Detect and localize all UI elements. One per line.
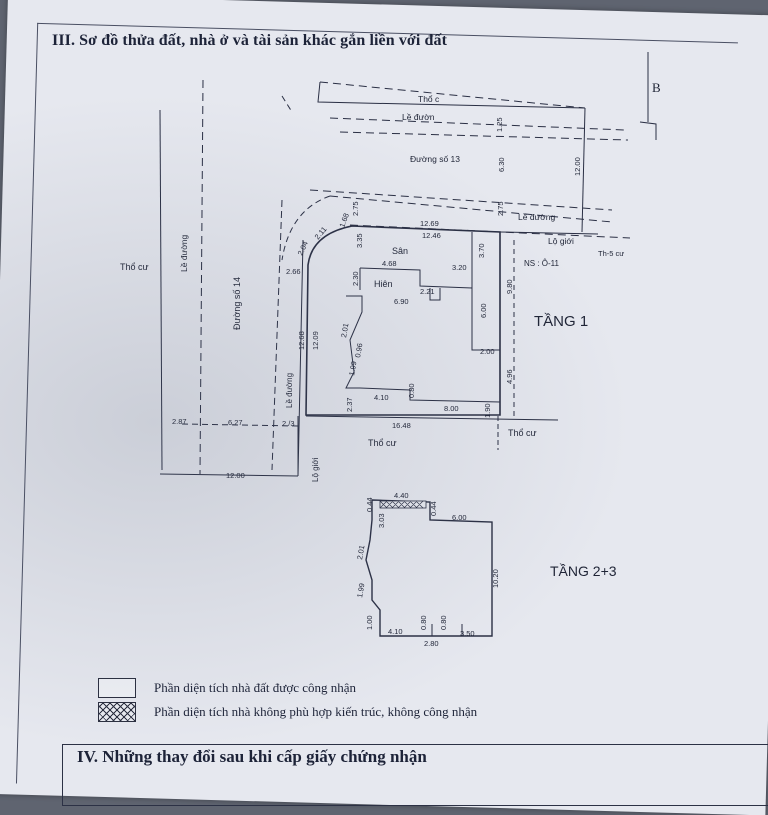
legend-not-recognized-text: Phần diện tích nhà không phù hợp kiến tr… (154, 704, 478, 719)
label-duong-so-14: Đường số 14 (232, 277, 242, 330)
dim-12-69: 12.69 (420, 219, 439, 228)
dim-3-70: 3.70 (477, 243, 486, 258)
dim-2-11: 2.11 (313, 225, 329, 242)
dim-2-75-left: 2.75 (351, 201, 360, 216)
dim-6-90: 6.90 (394, 297, 409, 306)
section-4-box: IV. Những thay đổi sau khi cấp giấy chứn… (62, 744, 768, 806)
dim-3-20: 3.20 (452, 263, 467, 272)
dim23-4-40: 4.40 (394, 491, 409, 500)
dim-12-00-right: 12.00 (573, 157, 582, 176)
label-le-duong-top: Lề đườn (402, 112, 435, 122)
dim-2-37: 2.37 (345, 397, 354, 412)
dim-3-35: 3.35 (355, 233, 364, 248)
dim23-1-00: 1.00 (365, 615, 374, 630)
dim23-3-03: 3.03 (377, 513, 386, 528)
dim23-0-44-right: 0.44 (429, 501, 438, 516)
dim-12-46: 12.46 (422, 231, 441, 240)
compass-north-label: B (652, 80, 661, 95)
legend-recognized: Phần diện tích nhà đất được công nhận (98, 678, 356, 698)
dim-2-30: 2.30 (351, 271, 360, 286)
dim-2-87: 2.87 (172, 417, 187, 426)
dim23-2-01: 2.01 (355, 544, 366, 560)
legend-recognized-text: Phần diện tích nhà đất được công nhận (154, 680, 357, 695)
label-tang-2-3: TẦNG 2+3 (550, 563, 617, 579)
label-san: Sân (392, 246, 408, 256)
dim-0-96: 0.96 (353, 342, 364, 358)
legend-swatch-plain (98, 678, 136, 698)
road-edge-top-1 (319, 81, 586, 109)
section-3-title: III. Sơ đồ thửa đất, nhà ở và tài sản kh… (52, 32, 448, 49)
label-le-duong-right: Lề đường (518, 212, 556, 222)
dim-1-90: 1.90 (483, 403, 492, 418)
label-tho-cu-top: Thổ c (418, 94, 440, 104)
dim-4-96: 4.96 (505, 369, 514, 384)
dim-16-48: 16.48 (392, 421, 411, 430)
dim-2-66: 2.66 (286, 267, 301, 276)
dim-2-00: 2.00 (480, 347, 495, 356)
dim-6-30: 6.30 (497, 157, 506, 172)
label-tho-cu-bottom-right: Thổ cư (508, 428, 537, 438)
dim23-10-20: 10.20 (491, 569, 500, 588)
dim-1-25: 1.25 (495, 117, 504, 132)
label-tho-cu-bottom: Thổ cư (368, 438, 397, 448)
dim23-0-80-a: 0.80 (419, 615, 428, 630)
dim-2-73: 2 /3 (282, 419, 295, 428)
dim-9-80: 9.80 (505, 279, 514, 294)
label-tho-cu-left: Thổ cư (120, 262, 149, 272)
dim-4-10: 4.10 (374, 393, 389, 402)
dim23-2-80: 2.80 (424, 639, 439, 648)
site-plan-drawing: B Thổ c Lề đườn Đường số 13 Lề đường Lộ … (120, 52, 661, 648)
dim-2-75-top: 2.75 (496, 201, 505, 216)
legend-swatch-hatched (98, 702, 136, 722)
label-lo-gioi-bottom: Lộ giới (311, 457, 320, 482)
non-conforming-strip (379, 500, 427, 509)
dim-2-01: 2.01 (339, 322, 350, 338)
dim-0-80: 0.80 (407, 383, 416, 398)
dim-12-68: 12.68 (297, 331, 306, 350)
label-tho-cu-far-right: Th-5 cư (598, 249, 624, 258)
label-duong-so-13: Đường số 13 (410, 154, 460, 164)
dim-2-04: 2.04 (296, 240, 310, 257)
label-tang-1: TẦNG 1 (534, 313, 588, 330)
dim-2-21: 2.21 (420, 287, 435, 296)
section-4-title: IV. Những thay đổi sau khi cấp giấy chứn… (77, 747, 427, 766)
label-le-duong-inner: Lề đường (285, 373, 294, 408)
dim-6-00: 6.00 (479, 303, 488, 318)
dim23-1-99: 1.99 (355, 582, 366, 598)
label-lo-gioi-right: Lộ giới (548, 236, 574, 246)
label-ns: NS : Ô-11 (524, 259, 560, 268)
label-le-duong-left: Lề đường (179, 234, 189, 272)
dim23-3-50: 3.50 (460, 629, 475, 638)
dim-4-68: 4.68 (382, 259, 397, 268)
label-hien: Hiên (374, 279, 393, 289)
dim23-6-00: 6.00 (452, 513, 467, 522)
dim-1-99: 1.99 (347, 360, 358, 376)
dim-12-00-bottom: 12.00 (226, 471, 245, 480)
road-edge-top-2 (329, 117, 626, 131)
dim23-0-80-b: 0.80 (439, 615, 448, 630)
dim23-4-10: 4.10 (388, 627, 403, 636)
dim-8-00: 8.00 (444, 404, 459, 413)
dim-12-09: 12.09 (311, 331, 320, 350)
dim23-0-44-left: 0.44 (365, 497, 374, 512)
dim-6-27: 6.27 (228, 418, 243, 427)
legend-not-recognized: Phần diện tích nhà không phù hợp kiến tr… (98, 702, 477, 722)
